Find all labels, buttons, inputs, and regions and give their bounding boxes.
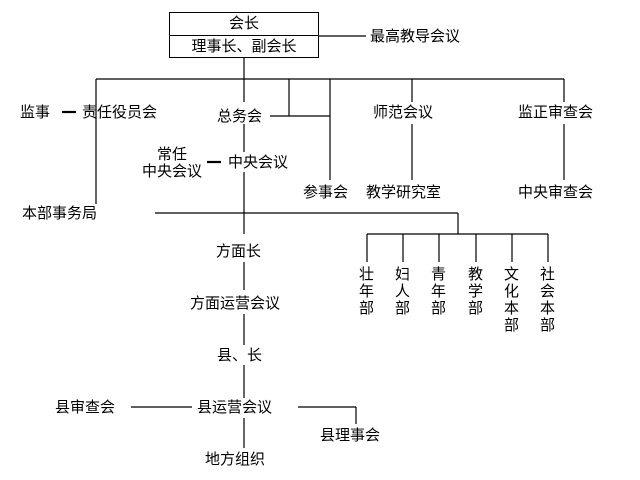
committee-label: 责任役员会 <box>82 103 158 121</box>
department-char: 妇 <box>394 265 410 283</box>
department-4: 教学部 <box>467 266 484 317</box>
department-char: 部 <box>503 316 519 334</box>
department-6: 社会本部 <box>539 266 556 334</box>
department-char: 化 <box>503 282 519 300</box>
county-review-label: 县审查会 <box>55 398 116 416</box>
department-char: 壮 <box>358 265 374 283</box>
teacher-council-label: 师范会议 <box>373 103 434 121</box>
headquarters-label: 本部事务局 <box>22 204 98 222</box>
department-char: 部 <box>430 299 446 317</box>
department-char: 青 <box>430 265 446 283</box>
department-char: 人 <box>394 282 410 300</box>
department-char: 部 <box>539 316 555 334</box>
department-char: 学 <box>467 282 483 300</box>
vice-president-label: 理事长、副会长 <box>191 37 297 55</box>
supreme-council-label: 最高教导会议 <box>370 27 461 45</box>
standing-line-2: 中央会议 <box>141 162 202 180</box>
regional-council-label: 方面运营会议 <box>190 294 281 312</box>
standing-line-1: 常任 <box>156 145 187 163</box>
department-char: 部 <box>394 299 410 317</box>
department-char: 本 <box>539 299 555 317</box>
counselor-label: 参事会 <box>303 183 349 201</box>
department-char: 本 <box>503 299 519 317</box>
supervisor-label: 监事 <box>20 103 51 121</box>
central-council-label: 中央会议 <box>228 153 289 171</box>
department-char: 教 <box>467 265 483 283</box>
department-char: 部 <box>467 299 483 317</box>
general-affairs-label: 总务会 <box>217 107 263 125</box>
president-label: 会长 <box>228 14 259 32</box>
leadership-box: 会长 理事长、副会长 <box>169 12 319 58</box>
research-label: 教学研究室 <box>366 183 442 201</box>
department-3: 青年部 <box>430 266 447 317</box>
department-5: 文化本部 <box>503 266 520 334</box>
regional-chief-label: 方面长 <box>216 242 262 260</box>
local-org-label: 地方组织 <box>205 450 266 468</box>
department-char: 年 <box>430 282 446 300</box>
department-char: 社 <box>539 265 555 283</box>
department-char: 部 <box>358 299 374 317</box>
department-char: 会 <box>539 282 555 300</box>
department-char: 文 <box>503 265 519 283</box>
department-1: 壮年部 <box>358 266 375 317</box>
inspection-council-label: 监正审查会 <box>518 103 594 121</box>
county-chief-label: 县、长 <box>217 346 263 364</box>
department-char: 年 <box>358 282 374 300</box>
county-council-label: 县运营会议 <box>197 398 273 416</box>
department-2: 妇人部 <box>394 266 411 317</box>
county-board-label: 县理事会 <box>320 426 381 444</box>
central-review-label: 中央审查会 <box>518 183 594 201</box>
standing-label: 常任 中央会议 <box>135 146 209 180</box>
